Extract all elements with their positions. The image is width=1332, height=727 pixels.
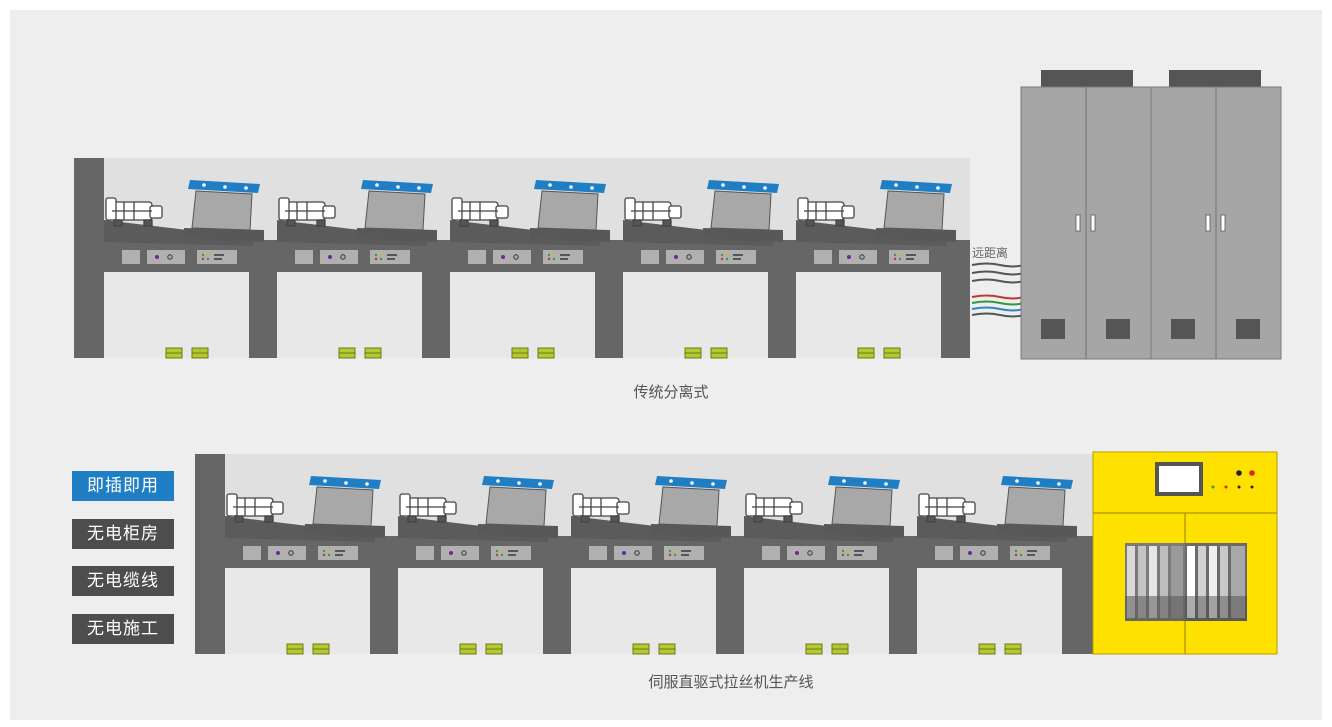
- production-line-illustration: [74, 70, 1282, 655]
- diagram-canvas: 远距离 传统分离式 伺服直驱式拉丝机生产线 即插即用 无电柜房 无电缆线 无电施…: [10, 10, 1322, 720]
- servo-line: [195, 454, 1093, 655]
- long-cables: [971, 262, 1025, 318]
- distance-label: 远距离: [972, 246, 1009, 260]
- traditional-line: [74, 158, 970, 359]
- servo-caption: 伺服直驱式拉丝机生产线: [648, 673, 814, 691]
- integrated-drive-cabinet: [1092, 451, 1278, 655]
- feature-tag-no-electrical-work: 无电施工: [72, 614, 174, 644]
- traditional-caption: 传统分离式: [633, 383, 709, 401]
- feature-tag-no-cables: 无电缆线: [72, 566, 174, 596]
- electrical-cabinet-room: [1020, 70, 1282, 360]
- feature-tag-no-cabinet-room: 无电柜房: [72, 519, 174, 549]
- feature-tag-plug-and-play: 即插即用: [72, 471, 174, 501]
